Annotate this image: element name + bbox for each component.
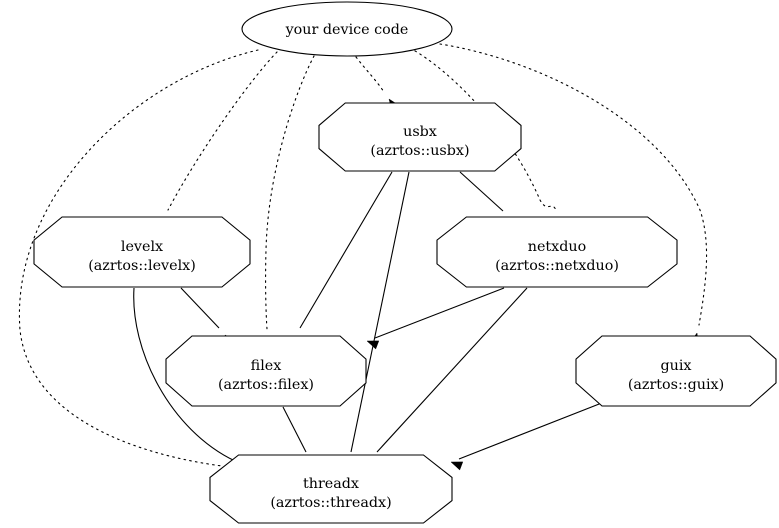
edge-path (133, 287, 236, 462)
node-octagon-shape[interactable] (209, 454, 453, 524)
node-label-primary: threadx (303, 476, 359, 492)
node-usbx[interactable]: usbx(azrtos::usbx) (318, 102, 522, 172)
node-label-primary: guix (661, 358, 692, 374)
node-ellipse-shape[interactable] (241, 1, 453, 57)
node-label-primary: netxduo (528, 239, 586, 255)
arrow-head-icon (450, 461, 464, 471)
node-label-package: (azrtos::netxduo) (495, 258, 619, 274)
edge-path (282, 406, 307, 453)
node-label-package: (azrtos::usbx) (370, 143, 469, 159)
edge-path (18, 49, 259, 467)
edge-path (265, 55, 315, 330)
node-label-package: (azrtos::threadx) (270, 495, 391, 511)
edge-path (458, 396, 618, 460)
edge-device-to-filex (262, 55, 315, 349)
node-device[interactable]: your device code (241, 1, 453, 57)
edge-path (167, 51, 278, 211)
node-octagon-shape[interactable] (165, 335, 367, 407)
node-label-package: (azrtos::filex) (218, 377, 314, 393)
node-label-primary: usbx (403, 124, 437, 140)
arrow-head-icon (366, 340, 380, 350)
edge-path (350, 171, 410, 453)
node-threadx[interactable]: threadx(azrtos::threadx) (209, 454, 453, 524)
node-octagon-shape[interactable] (33, 216, 251, 288)
edge-path (459, 171, 504, 212)
node-label-package: (azrtos::guix) (628, 377, 724, 393)
node-filex[interactable]: filex(azrtos::filex) (165, 335, 367, 407)
edge-device-to-levelx (163, 51, 278, 231)
node-label-primary: your device code (285, 22, 409, 38)
node-octagon-shape[interactable] (318, 102, 522, 172)
node-octagon-shape[interactable] (575, 335, 777, 407)
nodes-layer: your device codeusbx(azrtos::usbx)levelx… (33, 1, 777, 524)
edge-path (355, 56, 385, 93)
edge-usbx-to-threadx (346, 171, 410, 472)
edge-path (374, 287, 505, 339)
node-guix[interactable]: guix(azrtos::guix) (575, 335, 777, 407)
edge-path (439, 43, 708, 326)
edge-path (376, 287, 528, 453)
edge-device-to-guix (439, 43, 708, 346)
node-label-package: (azrtos::levelx) (88, 258, 196, 274)
edge-device-to-usbx (355, 56, 400, 111)
edge-guix-to-threadx (450, 396, 618, 471)
node-label-primary: levelx (121, 239, 163, 255)
node-levelx[interactable]: levelx(azrtos::levelx) (33, 216, 251, 288)
node-octagon-shape[interactable] (436, 216, 678, 288)
edge-netxduo-to-filex (366, 287, 505, 350)
edge-path (409, 47, 557, 211)
edge-path (180, 287, 220, 329)
edge-usbx-to-filex (295, 171, 393, 348)
node-netxduo[interactable]: netxduo(azrtos::netxduo) (436, 216, 678, 288)
edge-path (299, 171, 393, 329)
node-label-primary: filex (251, 358, 282, 374)
